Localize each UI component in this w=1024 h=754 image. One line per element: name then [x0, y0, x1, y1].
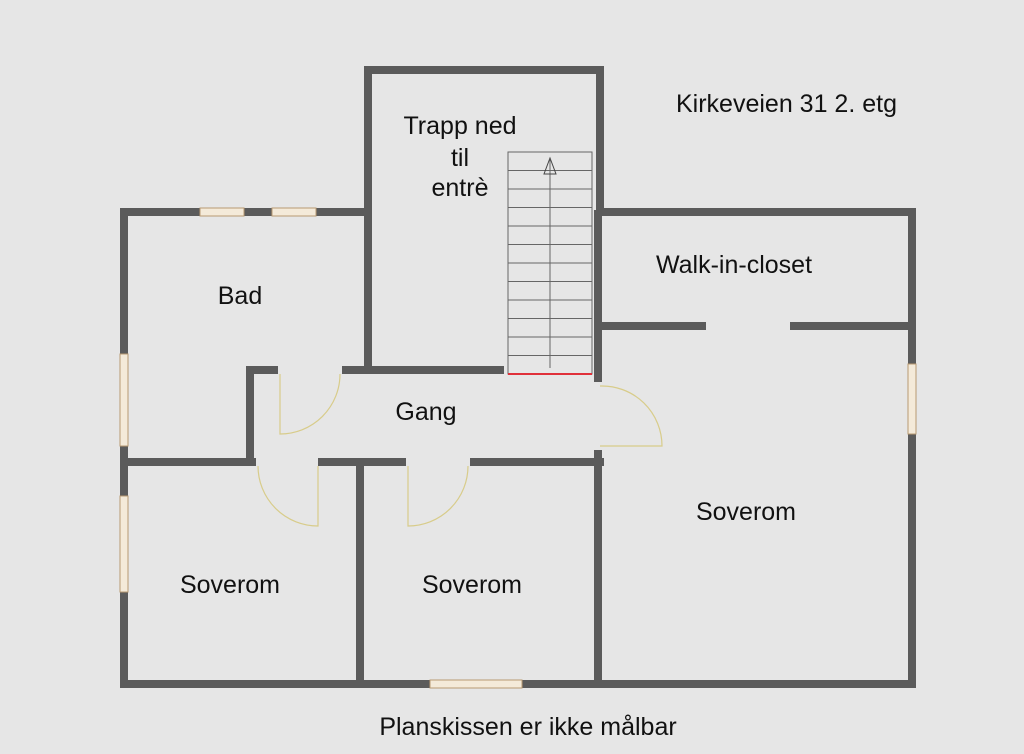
- stair-arrow-icon: [543, 156, 557, 175]
- wall-closet-a: [600, 322, 706, 330]
- wall-right: [908, 208, 916, 688]
- room-stair-line1: Trapp ned: [403, 112, 516, 140]
- room-stair-line3: entrè: [432, 174, 489, 202]
- staircase: [507, 151, 593, 375]
- wall-stair-top: [364, 66, 604, 74]
- wall-hall-bottom-b: [470, 458, 604, 466]
- wall-closet-b: [790, 322, 916, 330]
- window-bed-mid-bottom: [429, 679, 523, 689]
- window-bath-top-1: [199, 207, 245, 217]
- wall-bath-stub: [246, 366, 278, 374]
- wall-bath-bottom: [120, 458, 256, 466]
- labels: Kirkeveien 31 2. etg Trapp ned til entrè…: [180, 90, 897, 741]
- window-bath-left: [119, 353, 129, 447]
- wall-hall-top: [342, 366, 504, 374]
- door-bed-right: [599, 385, 663, 447]
- walls: [120, 66, 916, 688]
- window-bath-top-2: [271, 207, 317, 217]
- wall-bath-right: [246, 366, 254, 466]
- doors: [257, 373, 663, 527]
- wall-bed-mid-right: [594, 450, 602, 688]
- window-bed-left: [119, 495, 129, 593]
- room-bedroom-left: Soverom: [180, 571, 280, 599]
- wall-stair-right: [596, 66, 604, 210]
- plan-footer: Planskissen er ikke målbar: [379, 713, 676, 741]
- door-bed-mid: [407, 465, 469, 527]
- wall-top-left: [120, 208, 370, 216]
- room-bedroom-right: Soverom: [696, 498, 796, 526]
- window-bed-right: [907, 363, 917, 435]
- door-bed-left: [257, 465, 319, 527]
- wall-stair-right-lower: [594, 210, 602, 382]
- room-bath: Bad: [218, 282, 262, 310]
- windows: [119, 207, 917, 689]
- wall-left: [120, 208, 128, 688]
- plan-title: Kirkeveien 31 2. etg: [676, 90, 897, 118]
- wall-stair-left: [364, 66, 372, 372]
- room-stair-line2: til: [451, 144, 469, 172]
- wall-top-right: [600, 208, 916, 216]
- room-closet: Walk-in-closet: [656, 251, 812, 279]
- room-bedroom-mid: Soverom: [422, 571, 522, 599]
- wall-bed-left-right: [356, 458, 364, 688]
- room-hall: Gang: [395, 398, 456, 426]
- door-bath: [279, 373, 341, 435]
